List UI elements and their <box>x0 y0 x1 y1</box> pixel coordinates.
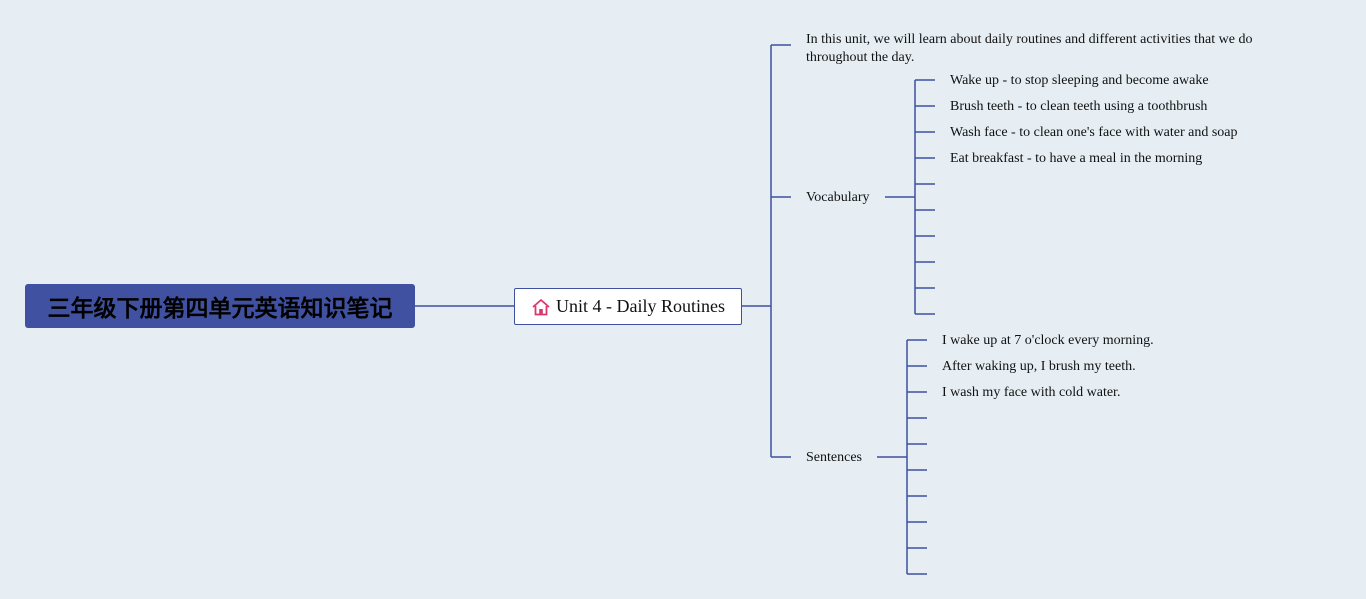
sentence-item[interactable]: I wash my face with cold water. <box>942 385 1121 400</box>
vocabulary-item[interactable]: Brush teeth - to clean teeth using a too… <box>950 99 1208 114</box>
root-title: 三年级下册第四单元英语知识笔记 <box>47 296 393 322</box>
intro-text: In this unit, we will learn about daily … <box>806 32 1253 64</box>
sentence-item[interactable]: After waking up, I brush my teeth. <box>942 359 1136 374</box>
root-node[interactable]: 三年级下册第四单元英语知识笔记 <box>25 284 415 328</box>
vocabulary-item[interactable]: Eat breakfast - to have a meal in the mo… <box>950 151 1203 166</box>
vocabulary-item[interactable]: Wash face - to clean one's face with wat… <box>950 125 1238 140</box>
vocabulary-node[interactable]: Vocabulary <box>806 190 870 205</box>
sentence-item[interactable]: I wake up at 7 o'clock every morning. <box>942 333 1154 348</box>
unit-title: Unit 4 - Daily Routines <box>556 296 725 316</box>
unit-node[interactable]: Unit 4 - Daily Routines <box>514 288 742 325</box>
sentences-node[interactable]: Sentences <box>806 450 862 465</box>
sentences-ticks <box>907 339 927 575</box>
vocabulary-ticks <box>915 79 935 315</box>
vocabulary-item[interactable]: Wake up - to stop sleeping and become aw… <box>950 73 1209 88</box>
home-icon <box>532 298 550 315</box>
